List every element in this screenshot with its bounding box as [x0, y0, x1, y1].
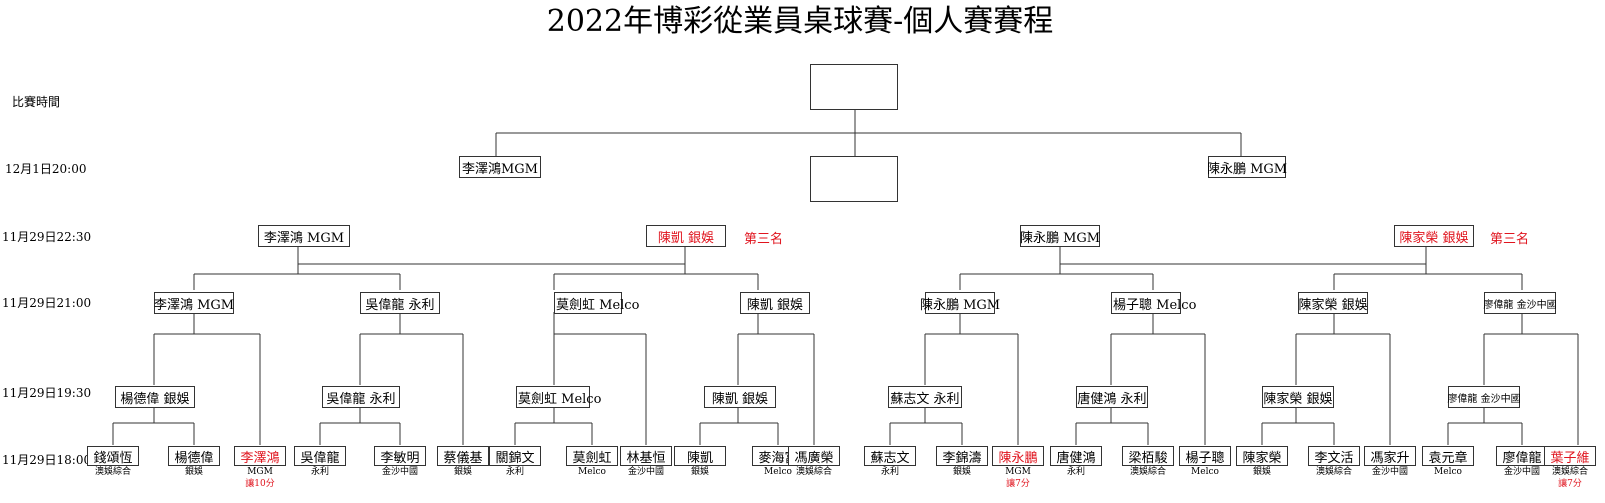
time-label-quarterfinal: 11月29日21:00: [2, 296, 92, 310]
player-name: 莫劍虹: [566, 446, 618, 466]
quarterfinal-1: 李澤鴻 MGM: [154, 292, 234, 314]
player-name: 李錦濤: [936, 446, 988, 466]
champion-box: [810, 64, 898, 110]
player-team: Melco: [1191, 467, 1219, 477]
player-team: 銀娛: [952, 467, 971, 477]
player-name: 陳家榮: [1236, 446, 1288, 466]
quarterfinal-3: 莫劍虹 Melco: [554, 292, 639, 314]
quarterfinal-2: 吳偉龍 永利: [360, 292, 440, 314]
player-name: 吳偉龍: [294, 446, 346, 466]
final-left: 李澤鴻MGM: [459, 156, 541, 178]
final-right: 陳永鵬 MGM: [1207, 156, 1287, 178]
third-place-label: 第三名: [1490, 232, 1530, 247]
player-team: MGM: [247, 467, 273, 477]
round2-1: 楊德偉 銀娛: [115, 386, 195, 408]
player-name: 蔡儀基: [437, 446, 489, 466]
player-name: 唐健鴻: [1050, 446, 1102, 466]
player-team: 金沙中國: [381, 467, 418, 477]
semifinal-3: 陳永鵬 MGM: [1020, 225, 1100, 247]
player-team: 金沙中國: [627, 467, 664, 477]
player-team: 澳娛綜合: [795, 467, 832, 477]
player-team: 永利: [505, 467, 524, 477]
player-name: 林基恒: [620, 446, 672, 466]
player-team: Melco: [1434, 467, 1462, 477]
semifinal-4: 陳家榮 銀娛: [1394, 225, 1474, 247]
player-name: 廖偉龍: [1496, 446, 1548, 466]
player-name: 楊德偉: [168, 446, 220, 466]
semifinal-2: 陳凱 銀娛: [646, 225, 726, 247]
player-name: 錢頌恆: [87, 446, 139, 466]
player-name: 關錦文: [489, 446, 541, 466]
quarterfinal-4: 陳凱 銀娛: [740, 292, 810, 314]
round2-7: 陳家榮 銀娛: [1262, 386, 1334, 408]
time-label-round1: 11月29日18:00: [2, 453, 92, 467]
round2-6: 唐健鴻 永利: [1076, 386, 1148, 408]
third-place-box: [810, 156, 898, 202]
player-team: 永利: [1066, 467, 1085, 477]
player-name: 楊子聰: [1179, 446, 1231, 466]
player-name: 袁元章: [1422, 446, 1474, 466]
page-title: 2022年博彩從業員桌球賽-個人賽賽程: [546, 4, 1054, 39]
player-team: 永利: [310, 467, 329, 477]
quarterfinal-6: 楊子聰 Melco: [1111, 292, 1196, 314]
player-name: 馮家升: [1364, 446, 1416, 466]
quarterfinal-7: 陳家榮 銀娛: [1298, 292, 1368, 314]
quarterfinal-8: 廖偉龍 金沙中國: [1483, 292, 1557, 314]
time-label-header: 比賽時間: [12, 95, 61, 109]
player-name: 陳凱: [674, 446, 726, 466]
player-name: 葉子維: [1544, 446, 1596, 466]
player-name: 李文活: [1308, 446, 1360, 466]
player-team: 金沙中國: [1371, 467, 1408, 477]
quarterfinal-5: 陳永鵬 MGM: [920, 292, 1000, 314]
round2-4: 陳凱 銀娛: [704, 386, 776, 408]
time-label-semifinal: 11月29日22:30: [2, 230, 92, 244]
round2-5: 蘇志文 永利: [888, 386, 962, 408]
player-team: 銀娛: [690, 467, 709, 477]
player-team: Melco: [764, 467, 792, 477]
third-place-label: 第三名: [744, 232, 784, 247]
time-label-final: 12月1日20:00: [5, 162, 87, 176]
player-team: MGM: [1005, 467, 1031, 477]
player-team: 澳娛綜合: [1551, 467, 1588, 477]
player-name: 李澤鴻: [234, 446, 286, 466]
player-team: 銀娛: [1252, 467, 1271, 477]
player-name: 陳永鵬: [992, 446, 1044, 466]
player-team: 澳娛綜合: [1315, 467, 1352, 477]
player-name: 蘇志文: [864, 446, 916, 466]
player-team: 澳娛綜合: [1129, 467, 1166, 477]
player-team: 銀娛: [453, 467, 472, 477]
handicap-note: 讓10分: [245, 479, 275, 489]
player-name: 馮廣榮: [788, 446, 840, 466]
player-team: 澳娛綜合: [94, 467, 131, 477]
player-name: 李敏明: [374, 446, 426, 466]
round2-8: 廖偉龍 金沙中國: [1447, 386, 1521, 408]
round2-2: 吳偉龍 永利: [322, 386, 400, 408]
player-team: 銀娛: [184, 467, 203, 477]
player-team: Melco: [578, 467, 606, 477]
handicap-note: 讓7分: [1006, 479, 1030, 489]
player-name: 梁栢駿: [1122, 446, 1174, 466]
round2-3: 莫劍虹 Melco: [516, 386, 601, 408]
time-label-round2: 11月29日19:30: [2, 386, 92, 400]
player-team: 永利: [880, 467, 899, 477]
handicap-note: 讓7分: [1558, 479, 1582, 489]
semifinal-1: 李澤鴻 MGM: [258, 225, 350, 247]
player-team: 金沙中國: [1503, 467, 1540, 477]
